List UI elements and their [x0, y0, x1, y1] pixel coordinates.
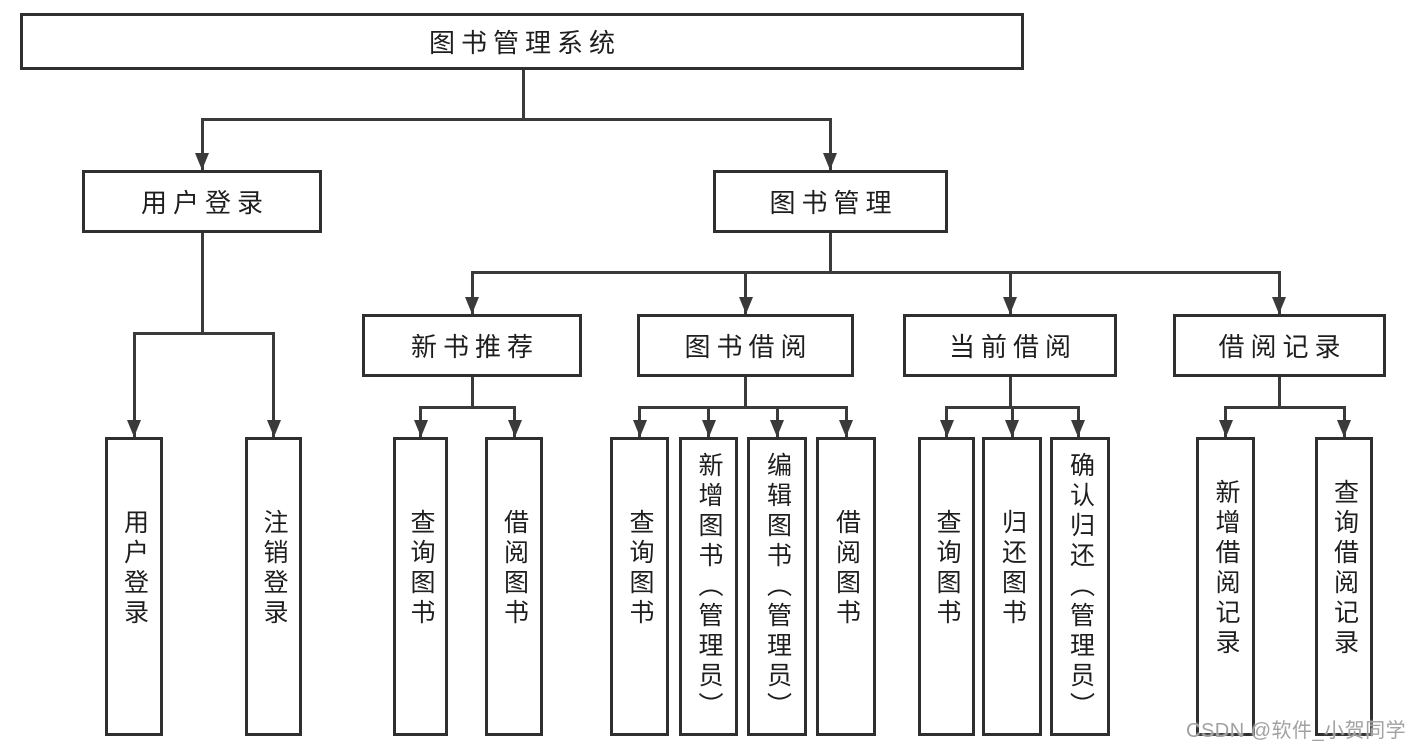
leaf-bb-edit-books-admin: 编辑图书（管理员） [747, 437, 807, 736]
arrow-to-cb-confirm-return [1076, 405, 1080, 437]
leaf-logout: 注销登录 [245, 437, 302, 736]
leaf-cb-confirm-return-admin: 确认归还（管理员） [1050, 437, 1110, 736]
arrow-to-user-login [200, 117, 204, 170]
node-user-login: 用户登录 [82, 170, 322, 233]
node-label: 图书管理系统 [428, 28, 621, 58]
node-borrowing-records: 借阅记录 [1173, 314, 1386, 377]
connector-recommend-trunk [470, 377, 474, 407]
leaf-label: 查询借阅记录 [1330, 478, 1359, 659]
leaf-user-login: 用户登录 [105, 437, 163, 736]
node-label: 图书管理 [769, 188, 898, 218]
leaf-br-add-borrow-record: 新增借阅记录 [1196, 437, 1255, 736]
arrow-to-br-add-record [1224, 405, 1227, 437]
arrow-to-rec-query-books [419, 405, 422, 437]
connector-user-login-trunk [200, 233, 204, 333]
arrow-to-cb-query-books [945, 405, 948, 437]
leaf-bb-borrow-books: 借阅图书 [816, 437, 876, 736]
arrow-to-bb-query-books [638, 405, 641, 437]
node-label: 图书借阅 [684, 332, 813, 362]
arrow-to-bb-edit-books [775, 405, 779, 437]
connector-borrowing-trunk [744, 377, 747, 407]
connector-root-bar [200, 117, 832, 121]
connector-user-login-bar [132, 331, 275, 335]
connector-borrowing-bar [638, 405, 848, 409]
leaf-label: 归还图书 [998, 508, 1027, 629]
leaf-label: 确认归还（管理员） [1066, 451, 1095, 722]
connector-current-trunk [1008, 377, 1012, 407]
leaf-label: 查询图书 [933, 508, 961, 629]
node-label: 借阅记录 [1218, 332, 1347, 362]
connector-book-management-bar [470, 270, 1281, 274]
connector-recommend-bar [419, 405, 516, 409]
arrow-to-rec-borrow-books [513, 405, 516, 437]
node-book-management: 图书管理 [713, 170, 948, 233]
leaf-rec-borrow-books: 借阅图书 [485, 437, 543, 736]
connector-records-bar [1224, 405, 1346, 409]
leaf-label: 借阅图书 [500, 508, 529, 629]
arrow-to-current-borrowing [1008, 270, 1012, 314]
node-label: 新书推荐 [410, 332, 539, 362]
arrow-to-new-book-recommend [470, 270, 474, 314]
leaf-br-query-borrow-record: 查询借阅记录 [1315, 437, 1373, 736]
arrow-to-borrowing-records [1277, 270, 1281, 314]
connector-records-trunk [1277, 377, 1281, 407]
leaf-cb-query-books: 查询图书 [918, 437, 975, 736]
leaf-label: 用户登录 [120, 508, 149, 629]
leaf-label: 查询图书 [407, 508, 435, 629]
arrow-to-bb-borrow-books [844, 405, 848, 437]
arrow-to-bb-add-books [707, 405, 710, 437]
leaf-rec-query-books: 查询图书 [393, 437, 448, 736]
node-label: 用户登录 [140, 188, 269, 218]
leaf-label: 查询图书 [626, 508, 654, 629]
arrow-to-br-query-record [1342, 405, 1346, 437]
connector-book-management-trunk [828, 233, 832, 273]
leaf-cb-return-books: 归还图书 [982, 437, 1042, 736]
leaf-label: 借阅图书 [832, 508, 861, 629]
arrow-to-book-management [828, 117, 832, 170]
leaf-label: 新增借阅记录 [1212, 478, 1240, 659]
leaf-bb-add-books-admin: 新增图书（管理员） [679, 437, 738, 736]
node-library-management-system: 图书管理系统 [20, 13, 1024, 70]
node-new-book-recommend: 新书推荐 [362, 314, 582, 377]
node-label: 当前借阅 [948, 332, 1077, 362]
csdn-watermark: CSDN @软件_小贺同学 [1186, 720, 1405, 742]
leaf-bb-query-books: 查询图书 [610, 437, 669, 736]
node-current-borrowing: 当前借阅 [903, 314, 1117, 377]
leaf-label: 编辑图书（管理员） [763, 451, 792, 722]
arrow-to-book-borrowing [744, 270, 747, 314]
arrow-to-leaf-logout [272, 331, 275, 437]
leaf-label: 注销登录 [260, 508, 288, 629]
connector-root-trunk [521, 70, 525, 119]
node-book-borrowing: 图书借阅 [637, 314, 854, 377]
leaf-label: 新增图书（管理员） [695, 451, 723, 722]
arrow-to-cb-return-books [1010, 405, 1014, 437]
arrow-to-leaf-user-login [132, 331, 136, 437]
